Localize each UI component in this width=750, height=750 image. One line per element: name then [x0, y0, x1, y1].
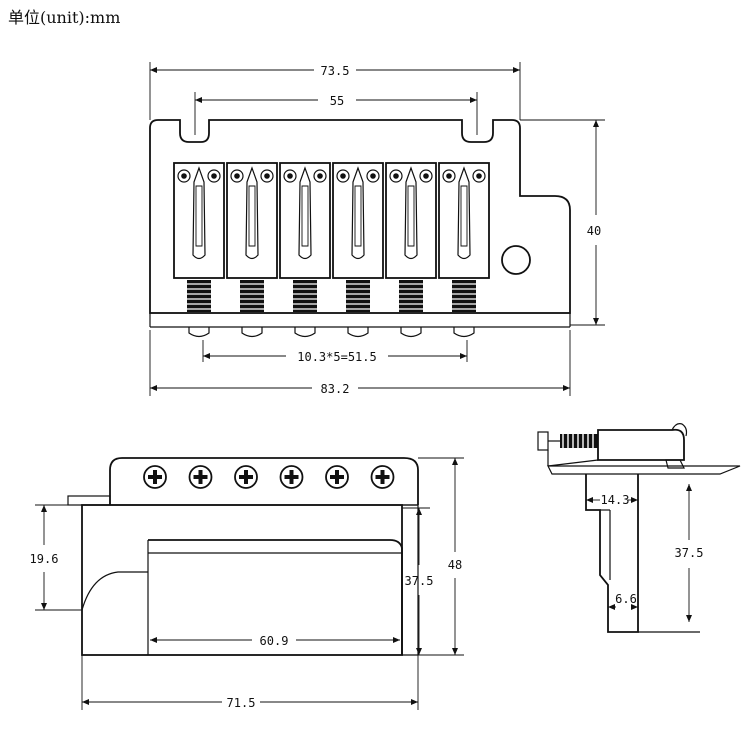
phillips-screw-icon — [234, 465, 258, 489]
saddle — [385, 162, 437, 338]
dim-left-height: 19.6 — [30, 552, 59, 566]
side-dim-bottom: 6.6 — [615, 592, 637, 606]
dim-total-height: 48 — [448, 558, 462, 572]
saddle — [226, 162, 278, 338]
dim-height: 40 — [587, 224, 601, 238]
bridge-top-plate — [109, 457, 419, 505]
side-saddle — [597, 428, 685, 461]
saddle — [332, 162, 384, 338]
saddle-spring — [293, 280, 317, 312]
side-dim-top: 14.3 — [601, 493, 630, 507]
saddle — [173, 162, 225, 338]
mount-hole — [501, 245, 531, 275]
dim-overall-width: 73.5 — [321, 64, 350, 78]
phillips-screw-icon — [370, 465, 395, 489]
tremolo-block — [148, 539, 403, 655]
dim-total-width: 71.5 — [227, 696, 256, 710]
screw-group — [143, 465, 395, 489]
dim-mount-spacing: 55 — [330, 94, 344, 108]
side-view: 14.3 37.5 6.6 — [537, 423, 741, 633]
saddle-spring — [240, 280, 264, 312]
saddle-spring — [452, 280, 476, 312]
left-slope — [81, 571, 148, 611]
phillips-screw-icon — [279, 465, 304, 489]
bridge-body — [81, 504, 403, 656]
saddle-spring — [346, 280, 370, 312]
saddle-group — [173, 162, 490, 338]
top-view: 73.5 55 40 10.3*5=51.5 83.2 — [149, 62, 605, 396]
dim-block-width: 60.9 — [260, 634, 289, 648]
dim-block-height: 37.5 — [405, 574, 434, 588]
base-plate-outline — [149, 119, 571, 314]
left-ledge — [67, 495, 111, 506]
side-screw-head — [537, 431, 549, 451]
side-base-plate — [547, 465, 741, 475]
phillips-screw-icon — [143, 465, 167, 489]
side-block — [585, 474, 639, 633]
saddle — [279, 162, 331, 338]
saddle-spring — [399, 280, 423, 312]
saddle-spring — [187, 280, 211, 312]
unit-label: 单位(unit):mm — [8, 8, 121, 27]
phillips-screw-icon — [188, 465, 213, 489]
front-view: 19.6 37.5 48 60.9 71.5 — [30, 457, 464, 710]
side-dim-height: 37.5 — [675, 546, 704, 560]
phillips-screw-icon — [325, 465, 349, 489]
dim-base-width: 83.2 — [321, 382, 350, 396]
saddle — [438, 162, 490, 338]
side-spring — [560, 434, 598, 448]
dim-string-spacing: 10.3*5=51.5 — [297, 350, 376, 364]
